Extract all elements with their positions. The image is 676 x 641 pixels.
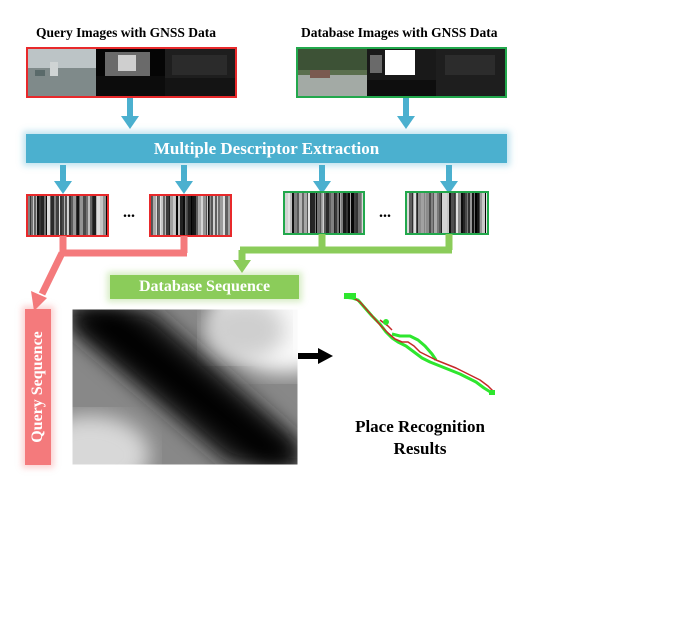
database-images-border	[296, 47, 507, 98]
descriptor-extraction-label: Multiple Descriptor Extraction	[153, 139, 380, 158]
results-label-line1: Place Recognition	[355, 417, 485, 436]
database-sequence-box: Database Sequence	[110, 275, 299, 299]
descriptor-barcodes	[26, 191, 489, 237]
database-image-third	[436, 48, 506, 97]
query-connector	[31, 236, 188, 311]
query-descriptors-ellipsis: ...	[123, 204, 135, 221]
database-images-title: Database Images with GNSS Data	[301, 25, 498, 40]
database-descriptor-last	[405, 191, 489, 235]
query-images	[26, 47, 237, 98]
query-image-third	[165, 48, 236, 97]
database-image-depth	[367, 48, 436, 97]
query-image-depth	[96, 48, 165, 97]
descriptor-extraction-bar: Multiple Descriptor Extraction	[26, 134, 507, 163]
database-descriptor-first	[283, 191, 365, 235]
database-images	[296, 47, 507, 98]
query-sequence-label: Query Sequence	[29, 331, 46, 443]
query-sequence-box: Query Sequence	[25, 309, 51, 465]
query-images-title: Query Images with GNSS Data	[36, 25, 217, 40]
arrow-to-results	[298, 348, 333, 364]
arrows-images-to-extraction	[121, 98, 415, 129]
similarity-matrix	[71, 308, 299, 466]
query-images-border	[26, 47, 237, 98]
arrows-extraction-to-descriptors	[54, 165, 458, 194]
query-descriptor-first	[26, 194, 109, 237]
database-image-rgb	[297, 48, 367, 97]
query-descriptor-last	[149, 194, 232, 237]
database-descriptors-ellipsis: ...	[379, 204, 391, 221]
place-recognition-results-label: Place Recognition Results	[340, 416, 500, 460]
trajectory-plot	[343, 293, 495, 395]
query-image-rgb	[27, 48, 96, 97]
database-connector	[233, 234, 453, 273]
results-label-line2: Results	[393, 439, 447, 458]
database-sequence-label: Database Sequence	[138, 278, 271, 295]
